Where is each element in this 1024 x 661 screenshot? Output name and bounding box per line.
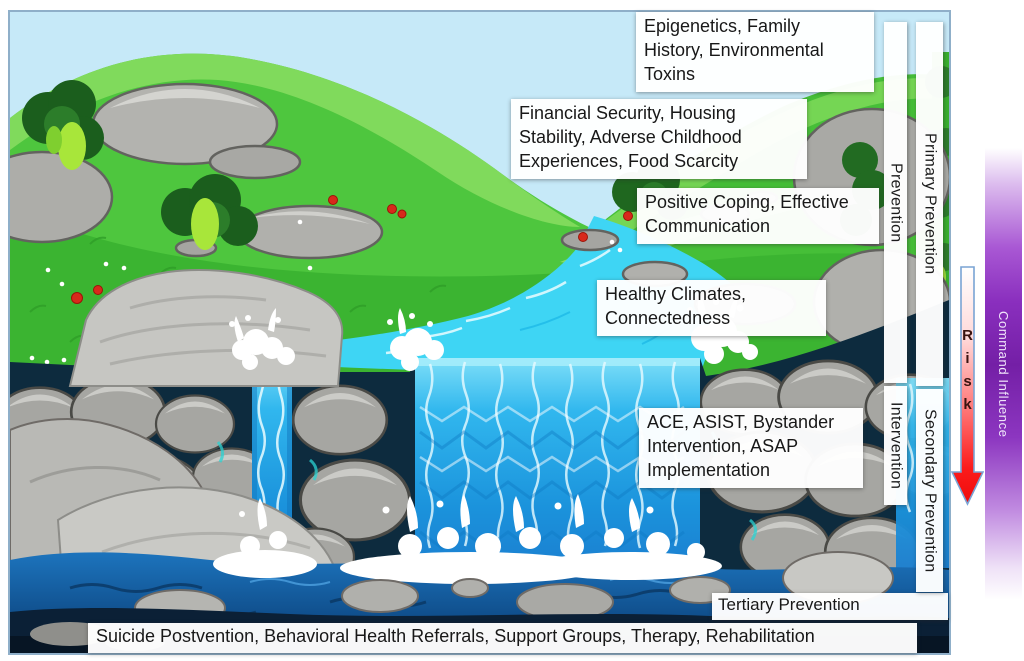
- callout-postvention: Suicide Postvention, Behavioral Health R…: [88, 623, 917, 653]
- strip-intervention: Intervention: [884, 386, 907, 505]
- strip-primary-prevention: Primary Prevention: [916, 22, 943, 386]
- callout-tertiary: Tertiary Prevention: [712, 593, 948, 620]
- callout-coping: Positive Coping, Effective Communication: [637, 188, 879, 244]
- strip-intervention-label: Intervention: [887, 401, 905, 490]
- callout-epigenetics: Epigenetics, Family History, Environment…: [636, 12, 874, 92]
- strip-secondary-prevention: Secondary Prevention: [916, 389, 943, 592]
- strip-primary-prevention-label: Primary Prevention: [921, 133, 939, 275]
- risk-arrow-letters: R i s k: [951, 266, 984, 506]
- callout-postvention-text: Suicide Postvention, Behavioral Health R…: [96, 626, 815, 646]
- callout-coping-text: Positive Coping, Effective Communication: [645, 192, 849, 236]
- callout-climates-text: Healthy Climates, Connectedness: [605, 284, 747, 328]
- risk-arrow-shape: [950, 266, 985, 506]
- callout-epigenetics-text: Epigenetics, Family History, Environment…: [644, 16, 824, 84]
- callout-financial-text: Financial Security, Housing Stability, A…: [519, 103, 742, 171]
- flowers: [29, 195, 633, 365]
- strip-secondary-prevention-label: Secondary Prevention: [921, 408, 939, 573]
- risk-arrow-letter: i: [965, 350, 970, 367]
- callout-financial: Financial Security, Housing Stability, A…: [511, 99, 807, 179]
- strip-prevention: Prevention: [884, 22, 907, 383]
- risk-arrow-letter: s: [963, 373, 972, 390]
- callout-climates: Healthy Climates, Connectedness: [597, 280, 826, 336]
- callout-tertiary-text: Tertiary Prevention: [718, 595, 860, 614]
- callout-ace: ACE, ASIST, Bystander Intervention, ASAP…: [639, 408, 863, 488]
- strip-prevention-label: Prevention: [887, 162, 905, 243]
- risk-arrow-letter: k: [963, 396, 972, 413]
- command-influence-label: Command Influence: [996, 310, 1011, 438]
- risk-arrow: R i s k: [950, 266, 985, 506]
- callout-ace-text: ACE, ASIST, Bystander Intervention, ASAP…: [647, 412, 835, 480]
- risk-arrow-letter: R: [962, 327, 973, 344]
- command-influence-bar: Command Influence: [985, 148, 1022, 600]
